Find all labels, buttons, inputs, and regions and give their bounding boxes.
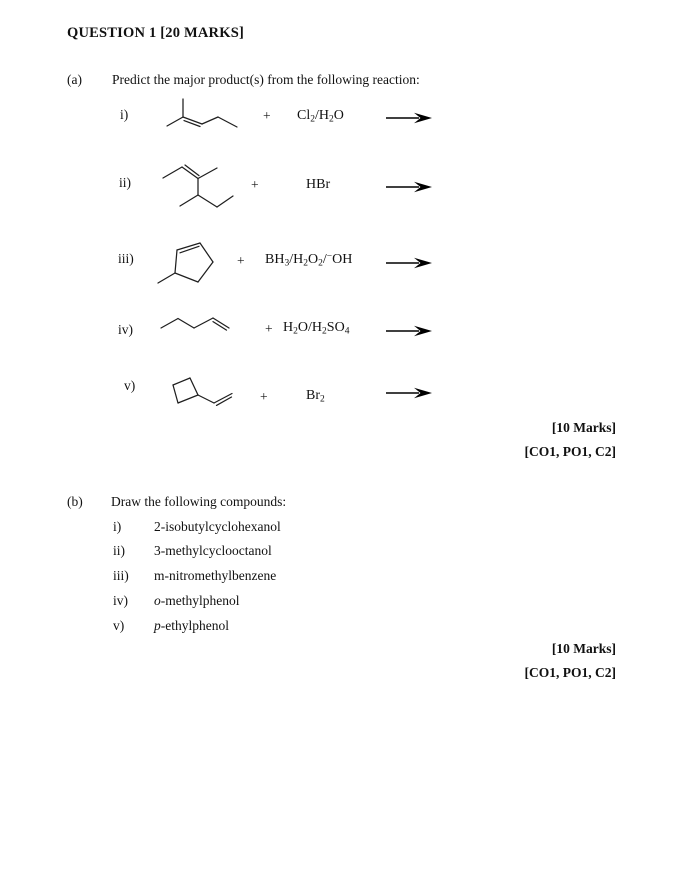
- reaction-numeral: i): [120, 107, 129, 122]
- marks-label: [10 Marks]: [551, 641, 616, 656]
- reaction-numeral: v): [124, 378, 136, 393]
- plus-sign: +: [263, 108, 271, 123]
- structure-pent-1-ene: [160, 317, 230, 331]
- compound-name: p-ethylphenol: [154, 618, 229, 633]
- reagent-text: BH3/H2O2/−OH: [265, 251, 353, 269]
- section-a-label: (a): [67, 72, 82, 87]
- compound-numeral: iv): [113, 593, 128, 608]
- reagent-text: HBr: [306, 177, 331, 192]
- compound-numeral: i): [113, 519, 122, 534]
- compound-name: 2-isobutylcyclohexanol: [154, 519, 281, 534]
- reaction-arrow-icon: [386, 257, 432, 269]
- plus-sign: +: [260, 389, 268, 404]
- reaction-arrow-icon: [386, 112, 432, 124]
- reaction-numeral: iv): [118, 322, 133, 337]
- outcomes-label: [CO1, PO1, C2]: [524, 444, 617, 459]
- section-a-prompt: Predict the major product(s) from the fo…: [112, 72, 420, 87]
- reaction-arrow-icon: [386, 181, 432, 193]
- plus-sign: +: [237, 253, 245, 268]
- structure-3-4-dimethylhex-2-ene: [162, 164, 234, 208]
- section-b-prompt: Draw the following compounds:: [111, 494, 287, 509]
- compound-name: 3-methylcyclooctanol: [154, 543, 272, 558]
- compound-numeral: v): [113, 618, 125, 633]
- reaction-numeral: iii): [118, 251, 134, 266]
- compound-numeral: ii): [113, 543, 125, 558]
- reagent-text: Br2: [306, 388, 325, 405]
- reagent-text: Cl2/H2O: [297, 108, 344, 125]
- outcomes-label: [CO1, PO1, C2]: [524, 665, 617, 680]
- reaction-numeral: ii): [119, 175, 131, 190]
- plus-sign: +: [265, 321, 273, 336]
- marks-label: [10 Marks]: [551, 420, 616, 435]
- reagent-text: H2O/H2SO4: [283, 320, 350, 337]
- compound-numeral: iii): [113, 568, 129, 583]
- section-b-label: (b): [67, 494, 83, 509]
- compound-name: o-methylphenol: [154, 593, 240, 608]
- structure-2-methylpent-2-ene: [166, 98, 238, 128]
- plus-sign: +: [251, 177, 259, 192]
- question-title: QUESTION 1 [20 MARKS]: [67, 25, 245, 41]
- structure-3-methylcyclopentene: [157, 242, 214, 284]
- structure-vinylcyclobutane: [172, 377, 233, 407]
- reaction-arrow-icon: [386, 325, 432, 337]
- reaction-arrow-icon: [386, 387, 432, 399]
- compound-name: m-nitromethylbenzene: [154, 568, 277, 583]
